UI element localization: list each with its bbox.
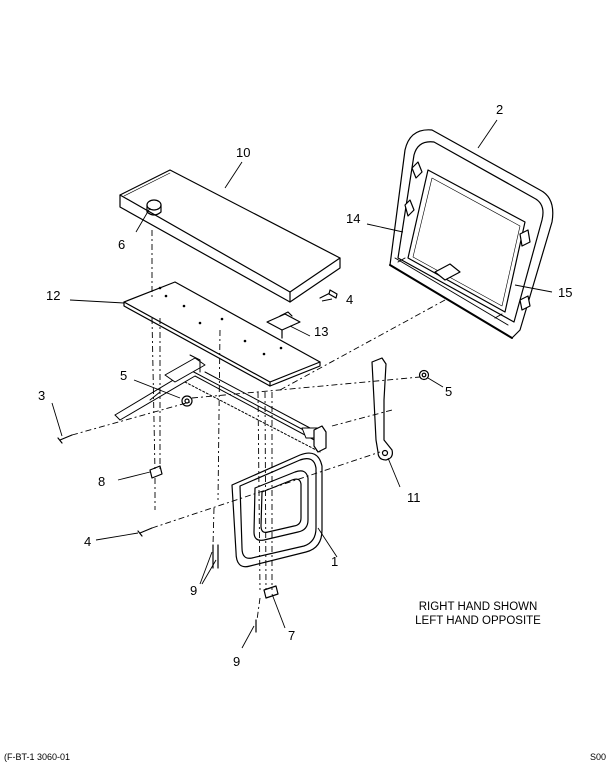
drawing-number: (F-BT-1 3060-01 bbox=[4, 752, 71, 762]
callout-14: 14 bbox=[346, 211, 360, 226]
page-code: S00 bbox=[589, 752, 606, 762]
orientation-note: RIGHT HAND SHOWN LEFT HAND OPPOSITE bbox=[378, 600, 578, 628]
clip-part-8 bbox=[149, 465, 163, 479]
callout-8: 8 bbox=[98, 474, 105, 489]
callout-11: 11 bbox=[407, 490, 421, 505]
callout-4-upper: 4 bbox=[346, 292, 353, 307]
callout-7: 7 bbox=[288, 628, 295, 643]
orientation-note-line-2: LEFT HAND OPPOSITE bbox=[415, 615, 541, 627]
pins-part-9 bbox=[212, 544, 257, 633]
bumper-part-6 bbox=[146, 199, 162, 211]
seat-back-part-2 bbox=[389, 129, 554, 339]
callout-2: 2 bbox=[496, 102, 503, 117]
callout-5-left: 5 bbox=[120, 368, 127, 383]
callout-13: 13 bbox=[314, 324, 328, 339]
bolt-part-4-upper bbox=[319, 289, 338, 299]
callout-4-lower: 4 bbox=[84, 534, 91, 549]
callout-labels: 10 2 14 6 12 4 15 13 5 3 5 8 11 4 1 9 7 … bbox=[38, 102, 572, 669]
callout-1: 1 bbox=[331, 554, 338, 569]
clip-part-7 bbox=[263, 585, 279, 599]
seat-cushion-part-10 bbox=[119, 169, 341, 303]
nut-part-5-right bbox=[418, 369, 430, 381]
bracket-part-13 bbox=[266, 311, 301, 339]
callout-9-lower: 9 bbox=[233, 654, 240, 669]
assembly-lines bbox=[71, 230, 446, 621]
callout-9-upper: 9 bbox=[190, 583, 197, 598]
bolt-part-4-lower bbox=[137, 527, 153, 537]
callout-5-right: 5 bbox=[445, 384, 452, 399]
callout-10: 10 bbox=[236, 145, 250, 160]
seat-frame bbox=[114, 354, 323, 453]
armrest-part-1 bbox=[231, 425, 327, 568]
callout-15: 15 bbox=[558, 285, 572, 300]
callout-6: 6 bbox=[118, 237, 125, 252]
callout-12: 12 bbox=[46, 288, 60, 303]
strap-bracket-part-11 bbox=[371, 357, 393, 461]
orientation-note-line-1: RIGHT HAND SHOWN bbox=[418, 601, 538, 613]
leader-lines bbox=[51, 119, 553, 649]
seat-pan-part-12 bbox=[123, 281, 321, 387]
bolt-part-3 bbox=[57, 434, 73, 444]
nut-part-5-left bbox=[181, 395, 193, 407]
callout-3: 3 bbox=[38, 388, 45, 403]
